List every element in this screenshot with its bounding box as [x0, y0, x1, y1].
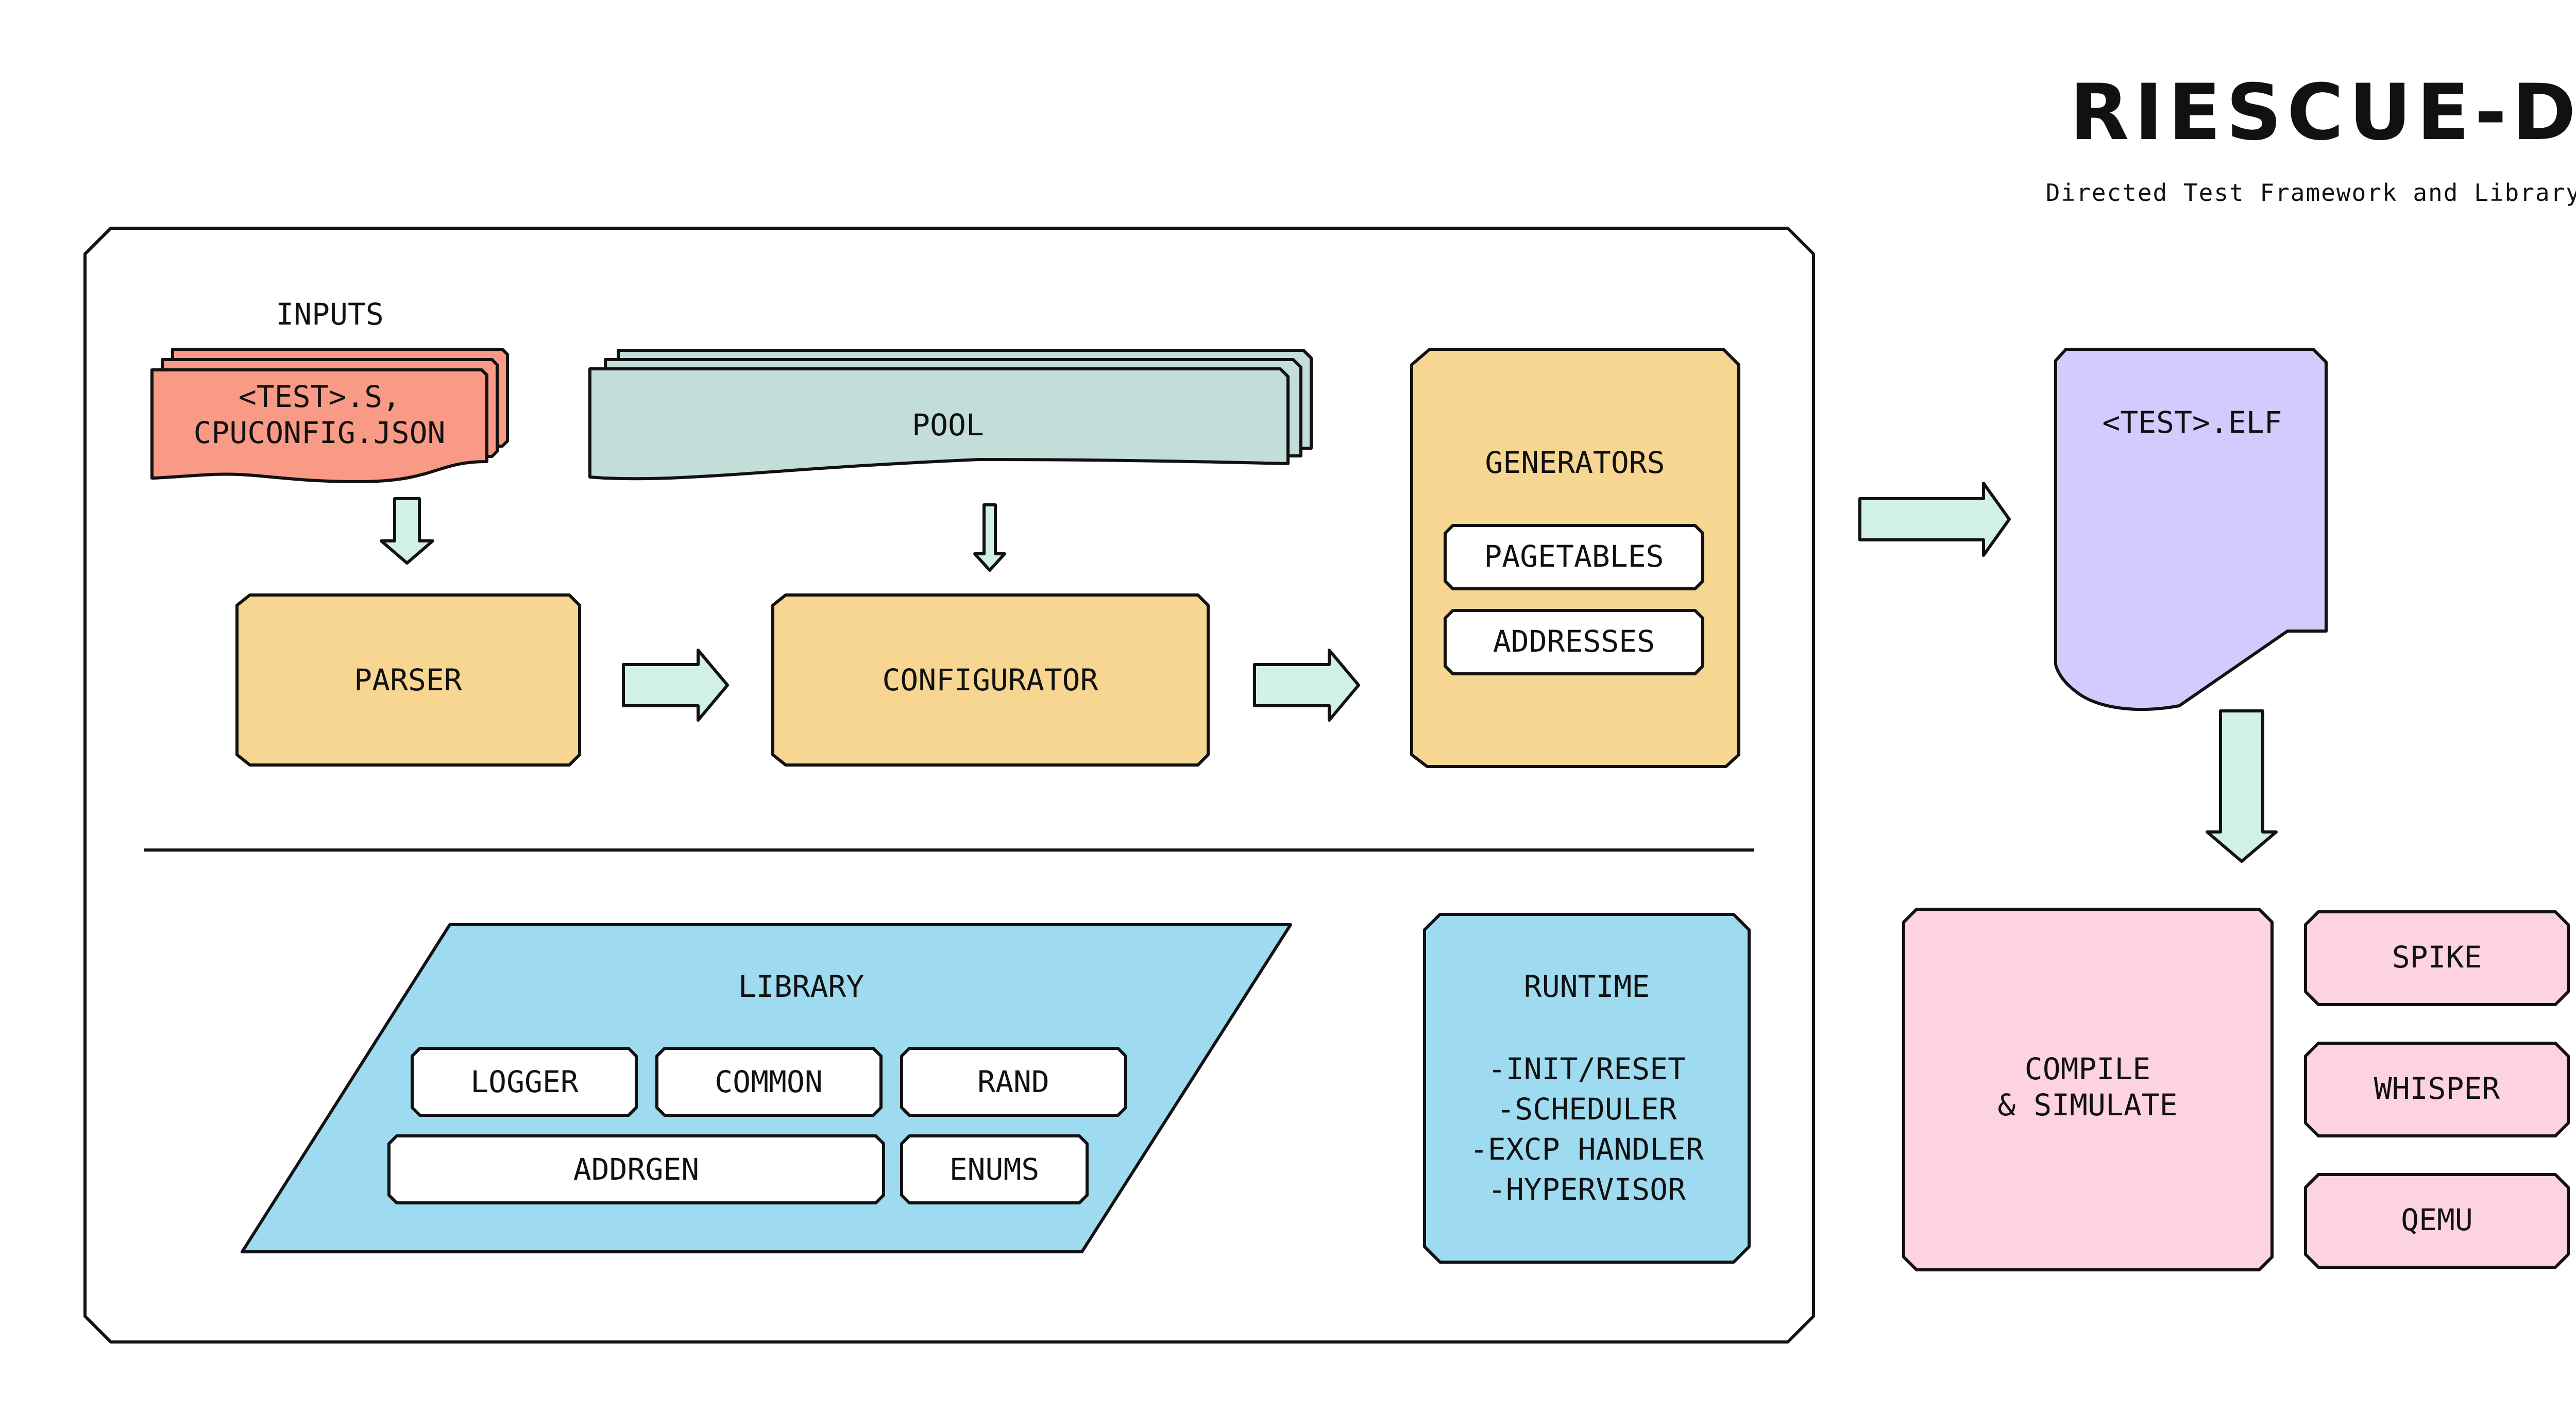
spike-box: SPIKE [2304, 910, 2570, 1006]
library-title: LIBRARY [738, 969, 864, 1004]
whisper-box: WHISPER [2304, 1042, 2570, 1137]
runtime-item-excp: -EXCP HANDLER [1470, 1132, 1704, 1167]
rand-label: RAND [977, 1064, 1049, 1099]
common-chip [655, 1047, 883, 1117]
common-label: COMMON [715, 1064, 823, 1099]
framework-to-elf-arrow [1858, 482, 2011, 557]
parser-label: PARSER [354, 662, 462, 698]
runtime-title: RUNTIME [1524, 969, 1650, 1004]
enums-chip [900, 1134, 1089, 1204]
runtime-item-hypervisor: -HYPERVISOR [1488, 1172, 1686, 1207]
framework-container [83, 227, 1815, 1344]
brand-subtitle: Directed Test Framework and Library [2046, 179, 2576, 207]
compile-line-1: COMPILE [2025, 1051, 2150, 1086]
runtime-item-init: -INIT/RESET [1488, 1051, 1686, 1086]
pool-to-configurator-arrow [973, 503, 1006, 572]
inputs-line-2: CPUCONFIG.JSON [194, 415, 446, 450]
compile-line-2: & SIMULATE [1997, 1087, 2177, 1123]
configurator-box: CONFIGURATOR [771, 593, 1210, 767]
inputs-stack: <TEST>.S, CPUCONFIG.JSON [150, 348, 509, 483]
compile-simulate-box: COMPILE & SIMULATE [1902, 908, 2274, 1271]
qemu-box: QEMU [2304, 1173, 2570, 1269]
library-box: LIBRARY LOGGER COMMON RAND ADDRGEN ENUMS [241, 923, 1292, 1253]
logger-chip [411, 1047, 638, 1117]
addrgen-chip [387, 1134, 885, 1204]
inputs-heading: INPUTS [276, 297, 384, 332]
addrgen-label: ADDRGEN [573, 1152, 699, 1187]
parser-box: PARSER [235, 593, 581, 767]
spike-label: SPIKE [2392, 940, 2482, 975]
elf-label: <TEST>.ELF [2102, 405, 2282, 440]
generators-title: GENERATORS [1485, 445, 1665, 480]
parser-to-configurator-arrow [622, 649, 729, 722]
whisper-label: WHISPER [2374, 1071, 2500, 1106]
rand-chip [900, 1047, 1127, 1117]
pagetables-label: PAGETABLES [1484, 539, 1664, 574]
runtime-box: RUNTIME -INIT/RESET -SCHEDULER -EXCP HAN… [1423, 913, 1751, 1264]
addresses-label: ADDRESSES [1493, 624, 1655, 659]
elf-to-compile-arrow [2206, 709, 2278, 863]
enums-label: ENUMS [950, 1152, 1040, 1187]
configurator-label: CONFIGURATOR [882, 662, 1098, 698]
inputs-line-1: <TEST>.S, [239, 379, 400, 414]
qemu-label: QEMU [2401, 1202, 2473, 1237]
pool-label: POOL [912, 407, 984, 443]
inputs-to-parser-arrow [380, 497, 434, 565]
elf-document: <TEST>.ELF [2054, 348, 2328, 711]
pagetables-chip [1444, 524, 1704, 590]
brand-title: RIESCUE-D [2070, 68, 2576, 158]
generators-box: GENERATORS PAGETABLES ADDRESSES [1410, 348, 1740, 768]
addresses-chip [1444, 609, 1704, 675]
logger-label: LOGGER [470, 1064, 579, 1099]
runtime-item-scheduler: -SCHEDULER [1497, 1092, 1676, 1127]
pool-stack: POOL [588, 349, 1313, 481]
configurator-to-generators-arrow [1253, 649, 1360, 722]
